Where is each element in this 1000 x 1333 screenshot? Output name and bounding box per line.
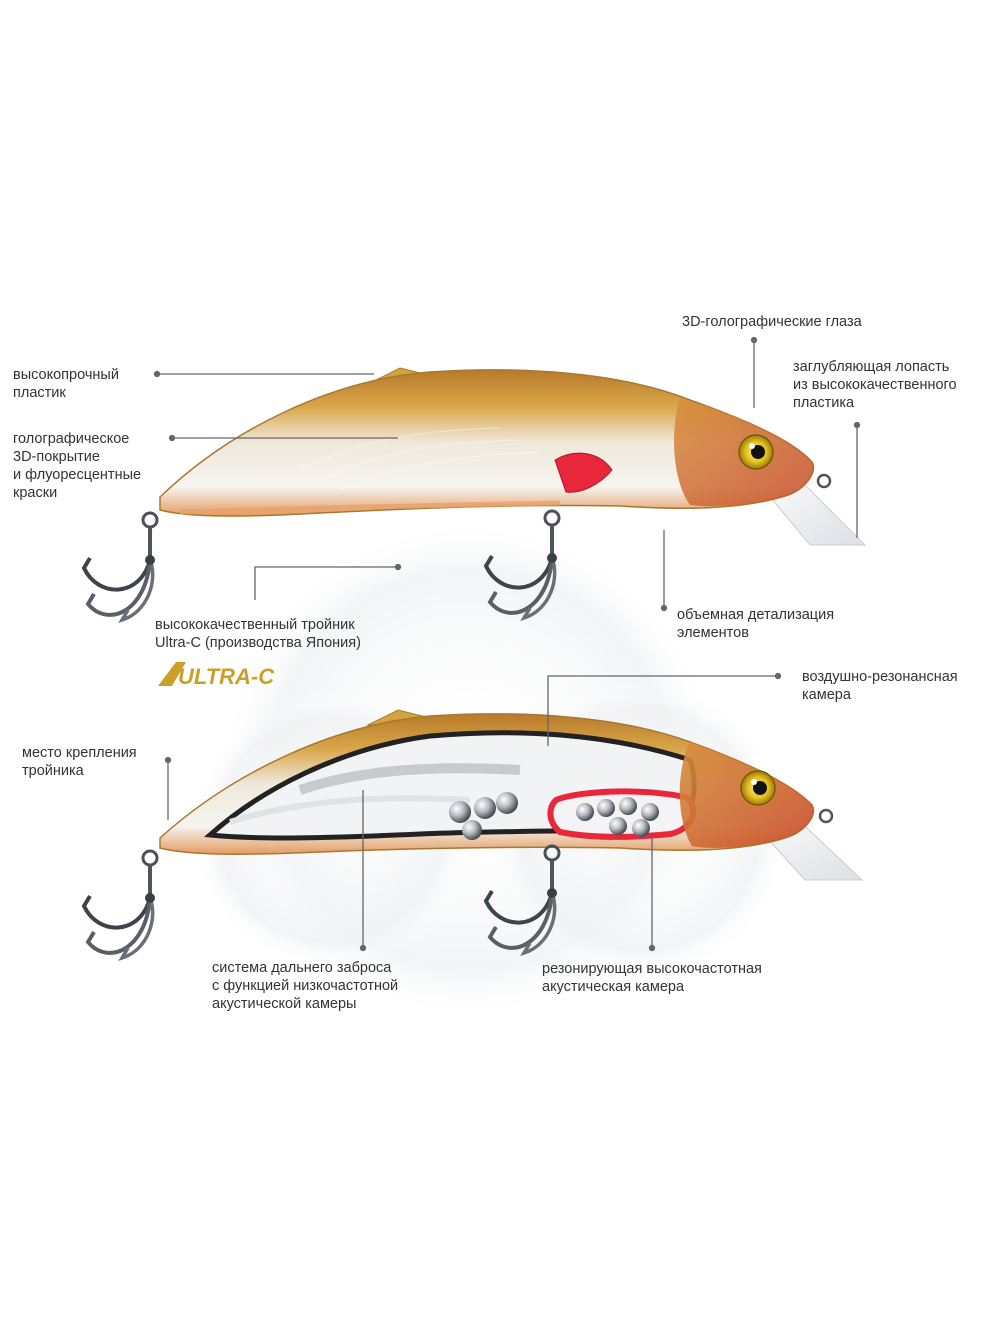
label-eyes: 3D-голографические глаза xyxy=(682,314,862,330)
label-hook: высококачественный тройник Ultra-C (прои… xyxy=(155,617,361,651)
label-air-chamber: воздушно-резонансная камера xyxy=(802,669,958,703)
label-hf-chamber: резонирующая высокочастотная акустическа… xyxy=(542,961,762,995)
label-hook-mount: место крепления тройника xyxy=(22,745,137,779)
leader-lines xyxy=(153,336,861,952)
label-casting-system: система дальнего заброса с функцией низк… xyxy=(212,960,399,1012)
ultra-c-logo: ULTRA-C xyxy=(158,662,275,689)
bottom-lure-cutaway xyxy=(82,709,864,960)
pectoral-fin xyxy=(554,452,613,493)
hf-chamber xyxy=(547,788,697,840)
label-lip: заглубляющая лопасть из высококачественн… xyxy=(793,359,957,411)
label-coating: голографическое 3D-покрытие и флуоресцен… xyxy=(13,431,142,501)
label-detail: объемная детализация элементов xyxy=(677,607,835,641)
ultra-c-logo-text: ULTRA-C xyxy=(178,664,275,689)
top-lure xyxy=(82,367,867,622)
label-plastic: высокопрочный пластик xyxy=(13,367,119,401)
